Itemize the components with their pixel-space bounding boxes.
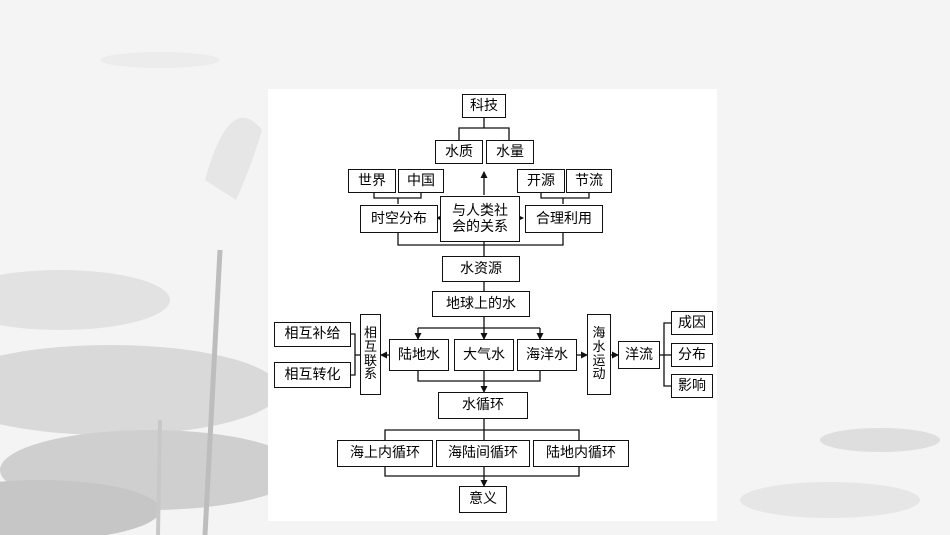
node-yingxiang: 影响 — [671, 374, 713, 398]
node-lianxi-char4: 系 — [363, 367, 377, 383]
node-lianxi-char1: 相 — [363, 326, 377, 342]
node-shuiliang: 水量 — [486, 140, 534, 164]
node-buji: 相互补给 — [274, 322, 351, 347]
node-yiyi: 意义 — [459, 486, 507, 513]
node-zhongguo: 中国 — [398, 169, 444, 193]
node-kaiyuan: 开源 — [517, 169, 565, 193]
node-lianxi-char2: 互 — [363, 339, 377, 355]
node-keji: 科技 — [462, 94, 506, 118]
node-hailu: 海陆间循环 — [436, 440, 530, 467]
node-hai-nei: 海上内循环 — [337, 440, 433, 467]
node-daqi: 大气水 — [454, 339, 514, 371]
node-shikong: 时空分布 — [360, 205, 438, 233]
node-lianxi-char3: 联 — [363, 353, 377, 369]
node-fenbu: 分布 — [671, 343, 713, 367]
node-yundong: 海 水 运 动 — [587, 314, 611, 395]
node-renlei: 与人类社 会的关系 — [440, 196, 520, 242]
node-shijie: 世界 — [348, 169, 396, 193]
node-yangliu: 洋流 — [618, 341, 660, 369]
node-lianxi: 相 互 联 系 — [360, 314, 381, 395]
node-lu-nei: 陆地内循环 — [533, 440, 629, 467]
node-shuizhi: 水质 — [435, 140, 483, 164]
node-shuiziyuan: 水资源 — [442, 256, 520, 282]
node-xunhuan: 水循环 — [438, 392, 528, 419]
node-renlei-line1: 与人类社 — [452, 202, 508, 219]
node-yundong-char1: 海 — [592, 326, 606, 342]
node-ludi: 陆地水 — [389, 339, 449, 371]
node-chengyin: 成因 — [671, 311, 713, 335]
node-haiyang: 海洋水 — [517, 339, 577, 371]
node-yundong-char2: 水 — [592, 339, 606, 355]
node-yundong-char3: 运 — [592, 353, 606, 369]
node-jieliu: 节流 — [566, 169, 612, 193]
node-diqiu: 地球上的水 — [432, 291, 530, 317]
node-yundong-char4: 动 — [592, 367, 606, 383]
node-heli: 合理利用 — [525, 205, 603, 233]
node-renlei-line2: 会的关系 — [452, 219, 508, 235]
node-zhuanhua: 相互转化 — [274, 362, 351, 388]
